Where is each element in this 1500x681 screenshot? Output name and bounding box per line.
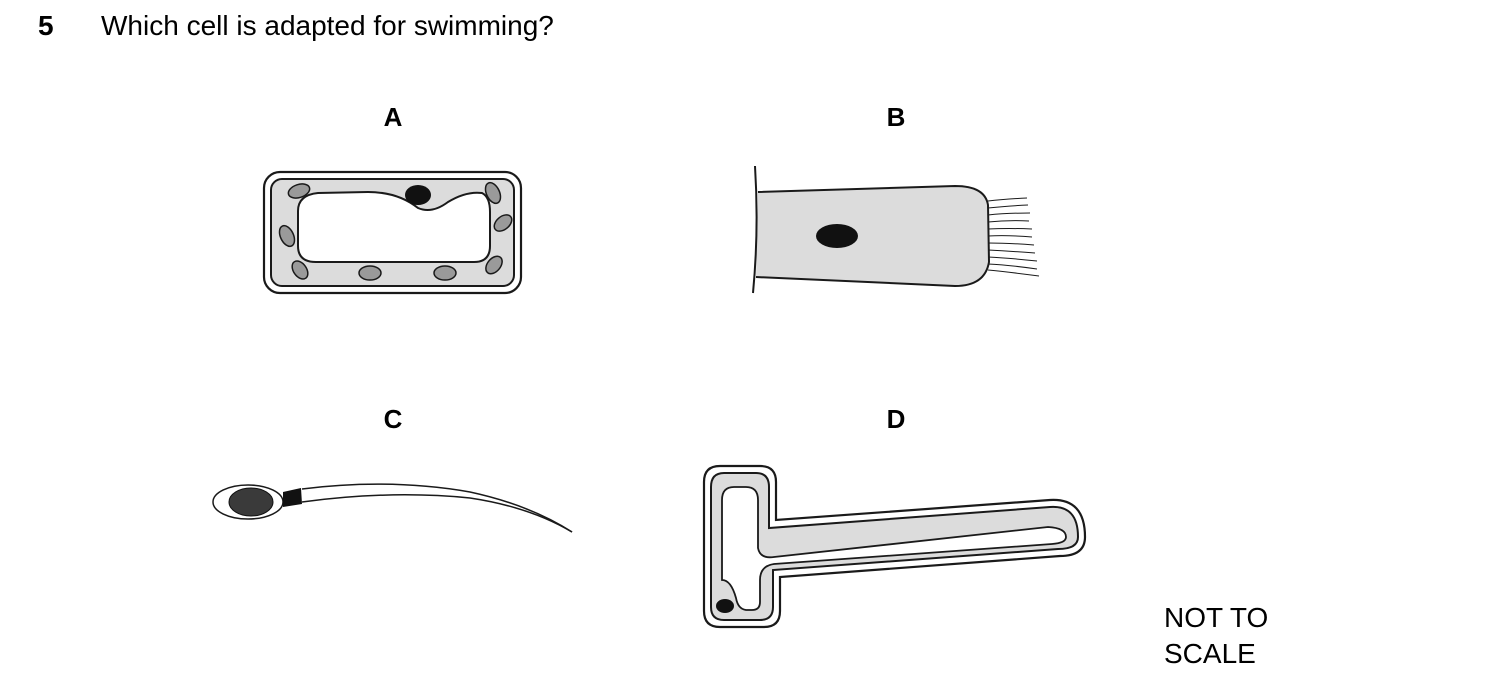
cilia [987, 197, 1040, 277]
option-a-plant-cell[interactable] [262, 170, 523, 295]
option-b-ciliated-cell[interactable] [752, 165, 1040, 294]
option-c-label[interactable]: C [383, 404, 403, 434]
sperm-cell-tail-lower [301, 494, 573, 533]
root-hair-cell-nucleus [716, 599, 734, 613]
option-a-label[interactable]: A [383, 102, 403, 132]
sperm-cell-tail-upper [301, 483, 573, 533]
note-line-2: SCALE [1164, 638, 1256, 669]
plant-cell-chloroplasts [278, 181, 513, 281]
plant-cell-nucleus [405, 185, 431, 205]
plant-cell-vacuole [297, 190, 491, 263]
sperm-cell-midpiece [283, 488, 302, 507]
option-c-sperm-cell[interactable] [212, 483, 573, 533]
question-text: Which cell is adapted for swimming? [101, 10, 554, 41]
ciliated-cell-cytoplasm [756, 186, 989, 286]
note-line-1: NOT TO [1164, 602, 1269, 633]
option-b-label[interactable]: B [886, 102, 906, 132]
question-number: 5 [38, 10, 54, 41]
ciliated-cell-nucleus [816, 224, 858, 248]
sperm-cell-nucleus [228, 487, 274, 517]
option-d-root-hair-cell[interactable] [702, 464, 1087, 629]
ciliated-cell-membrane [755, 184, 991, 288]
not-to-scale-note: NOT TO SCALE [1164, 600, 1268, 672]
option-d-label[interactable]: D [886, 404, 906, 434]
root-hair-cell-vacuole [721, 486, 1067, 611]
ciliated-cell-edge [752, 165, 758, 294]
